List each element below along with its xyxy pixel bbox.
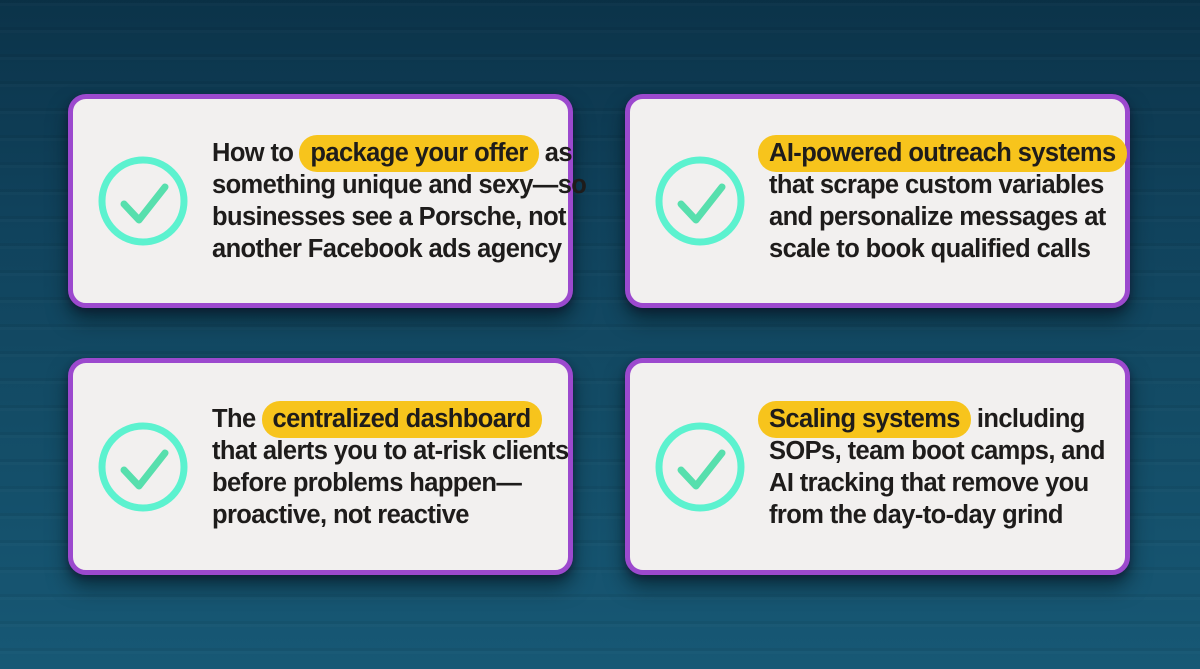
text-segment: SOPs, team boot camps, and: [769, 436, 1105, 465]
text-segment: before problems happen—: [212, 468, 522, 497]
card-text-line: proactive, not reactive: [212, 499, 569, 531]
text-segment: including: [976, 404, 1086, 433]
text-segment: something unique and sexy—so: [212, 171, 587, 199]
card-text-line: before problems happen—: [212, 467, 569, 499]
card-text-line: that scrape custom variables: [769, 169, 1133, 201]
text-segment: that alerts you to at-risk clients: [212, 436, 569, 465]
text-segment: from the day-to-day grind: [769, 500, 1063, 529]
card-text-line: businesses see a Porsche, not: [212, 201, 586, 233]
card-text-line: SOPs, team boot camps, and: [769, 435, 1105, 467]
check-circle-icon: [95, 153, 191, 249]
text-segment: How to: [212, 139, 294, 167]
text-segment: proactive, not reactive: [212, 500, 469, 529]
card-text-line: something unique and sexy—so: [212, 169, 587, 201]
text-segment: scale to book qualified calls: [769, 235, 1091, 263]
text-segment: businesses see a Porsche, not: [212, 203, 567, 231]
card-text-line: from the day-to-day grind: [769, 499, 1105, 531]
card-text-line: that alerts you to at-risk clients: [212, 435, 569, 467]
text-segment: as: [544, 139, 573, 167]
card-text-line: AI-powered outreach systems: [758, 135, 1133, 172]
check-circle-icon: [652, 153, 748, 249]
text-segment: that scrape custom variables: [769, 171, 1104, 199]
text-segment: and personalize messages at: [769, 203, 1106, 231]
text-segment: AI tracking that remove you: [769, 468, 1089, 497]
highlight-pill: Scaling systems: [758, 400, 971, 438]
card-text-line: AI tracking that remove you: [769, 467, 1105, 499]
check-circle-icon: [652, 419, 748, 515]
check-circle-icon: [95, 419, 191, 515]
highlight-pill: centralized dashboard: [261, 400, 542, 438]
highlight-pill: package your offer: [299, 135, 539, 172]
highlight-pill: AI-powered outreach systems: [758, 135, 1127, 172]
text-segment: another Facebook ads agency: [212, 235, 562, 263]
card-text-line: another Facebook ads agency: [212, 233, 586, 265]
card-text-line: and personalize messages at: [769, 201, 1133, 233]
text-segment: The: [212, 404, 256, 433]
card-text-line: scale to book qualified calls: [769, 233, 1133, 265]
